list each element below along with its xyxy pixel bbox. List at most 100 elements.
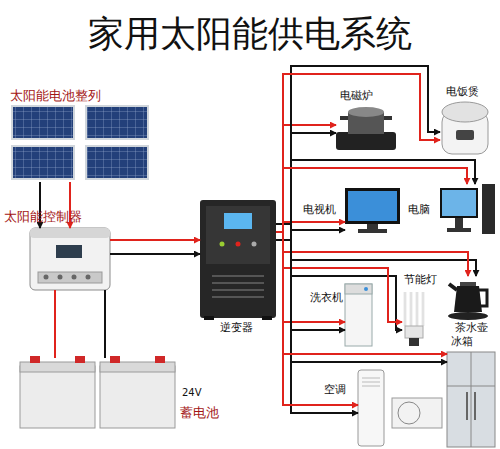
battery-terminal bbox=[110, 356, 120, 363]
negative-wire bbox=[276, 160, 475, 224]
terminal bbox=[86, 275, 91, 280]
negative-wire bbox=[276, 240, 358, 413]
page-title: 家用太阳能供电系统 bbox=[88, 13, 412, 54]
computer-tower bbox=[482, 184, 495, 234]
fridge-body bbox=[447, 352, 495, 447]
indicator-light bbox=[236, 242, 241, 247]
component-label: 茶水壶 bbox=[455, 322, 488, 333]
component-box: 蓄电池 bbox=[20, 358, 175, 428]
pot-handle bbox=[384, 116, 392, 120]
component-label: 蓄电池 bbox=[180, 406, 219, 419]
component-box: 空调 bbox=[358, 370, 442, 446]
positive-wire bbox=[276, 232, 447, 354]
terminal bbox=[72, 275, 77, 280]
component-label: 逆变器 bbox=[220, 322, 253, 333]
power-wire bbox=[110, 240, 200, 254]
ac-indoor-unit bbox=[358, 370, 384, 446]
voltage-label: 24V bbox=[182, 388, 202, 398]
indicator-light bbox=[220, 242, 225, 247]
vent-slots bbox=[212, 276, 264, 297]
fridge-doors bbox=[447, 352, 495, 447]
positive-wire bbox=[276, 168, 467, 232]
washer-body bbox=[345, 284, 372, 346]
component-label: 冰箱 bbox=[451, 336, 473, 347]
controller-body bbox=[30, 228, 110, 290]
solar-panel bbox=[86, 146, 148, 179]
negative-wire bbox=[276, 240, 447, 362]
terminal-strip bbox=[38, 272, 102, 283]
title-box: 家用太阳能供电系统 bbox=[0, 14, 500, 54]
battery-terminal bbox=[155, 356, 165, 363]
component-label: 电脑 bbox=[408, 204, 430, 215]
component-box: 太阳能控制器 bbox=[30, 228, 110, 290]
pot-handle bbox=[340, 116, 348, 120]
negative-wire bbox=[276, 240, 402, 330]
rice-cooker bbox=[442, 102, 488, 154]
component-box: 茶水壶 bbox=[447, 276, 490, 320]
negative-wire bbox=[276, 230, 345, 240]
component-box: 电视机 bbox=[345, 188, 400, 233]
lamp-cap bbox=[409, 338, 419, 346]
component-label: 太阳能控制器 bbox=[4, 210, 82, 223]
component-label: 电饭煲 bbox=[446, 86, 479, 97]
battery-lid bbox=[100, 362, 175, 372]
energy-saving-lamp bbox=[405, 292, 423, 346]
pot-lid bbox=[348, 107, 384, 117]
terminal bbox=[44, 275, 49, 280]
kettle-lid bbox=[460, 282, 476, 286]
component-label: 太阳能电池整列 bbox=[10, 89, 101, 102]
component-box: 电磁炉 bbox=[336, 104, 396, 150]
power-wire bbox=[276, 232, 476, 276]
fridge-handles bbox=[467, 392, 475, 420]
component-label: 洗衣机 bbox=[310, 292, 343, 303]
inverter-display bbox=[224, 213, 252, 229]
monitor-stand bbox=[455, 218, 463, 228]
kettle-base bbox=[448, 312, 488, 320]
positive-wire bbox=[276, 232, 402, 322]
solar-panel bbox=[12, 146, 74, 179]
component-box: 太阳能电池整列 bbox=[10, 104, 152, 182]
component-box: 节能灯 bbox=[402, 290, 424, 346]
monitor-base bbox=[447, 228, 471, 232]
lamp-tubes bbox=[405, 292, 423, 326]
ac-outdoor-unit bbox=[392, 398, 442, 428]
solar-panel bbox=[86, 106, 148, 139]
negative-wire bbox=[276, 66, 440, 224]
solar-panels bbox=[12, 106, 148, 179]
positive-wire bbox=[276, 232, 468, 276]
ac-vents bbox=[362, 378, 380, 386]
monitor-screen bbox=[442, 190, 476, 216]
computer bbox=[440, 184, 495, 234]
component-box: 电脑 bbox=[440, 184, 495, 236]
air-conditioner bbox=[358, 370, 442, 446]
component-box: 冰箱 bbox=[447, 352, 495, 447]
power-wire bbox=[55, 290, 105, 358]
positive-wire bbox=[276, 125, 336, 232]
terminal bbox=[58, 275, 63, 280]
lamp-tube-edges bbox=[405, 292, 423, 326]
induction-cooker bbox=[336, 107, 396, 150]
kettle-body bbox=[454, 286, 482, 312]
inverter-panel bbox=[206, 206, 270, 264]
component-label: 电视机 bbox=[303, 204, 336, 215]
battery-bank bbox=[20, 356, 175, 428]
negative-wire bbox=[276, 240, 345, 330]
component-label: 电磁炉 bbox=[340, 90, 373, 101]
indicator-light bbox=[252, 242, 257, 247]
refrigerator bbox=[447, 352, 495, 447]
positive-wire bbox=[54, 290, 56, 358]
power-wire bbox=[276, 66, 440, 232]
controller-device bbox=[30, 228, 110, 290]
component-box: 电饭煲 bbox=[440, 100, 490, 155]
washing-machine bbox=[345, 284, 372, 346]
kettle bbox=[448, 282, 488, 320]
battery-terminal bbox=[30, 356, 40, 363]
inverter-foot bbox=[204, 316, 214, 320]
positive-wire bbox=[110, 239, 200, 241]
washer-panel bbox=[345, 284, 372, 294]
battery-terminal bbox=[75, 356, 85, 363]
